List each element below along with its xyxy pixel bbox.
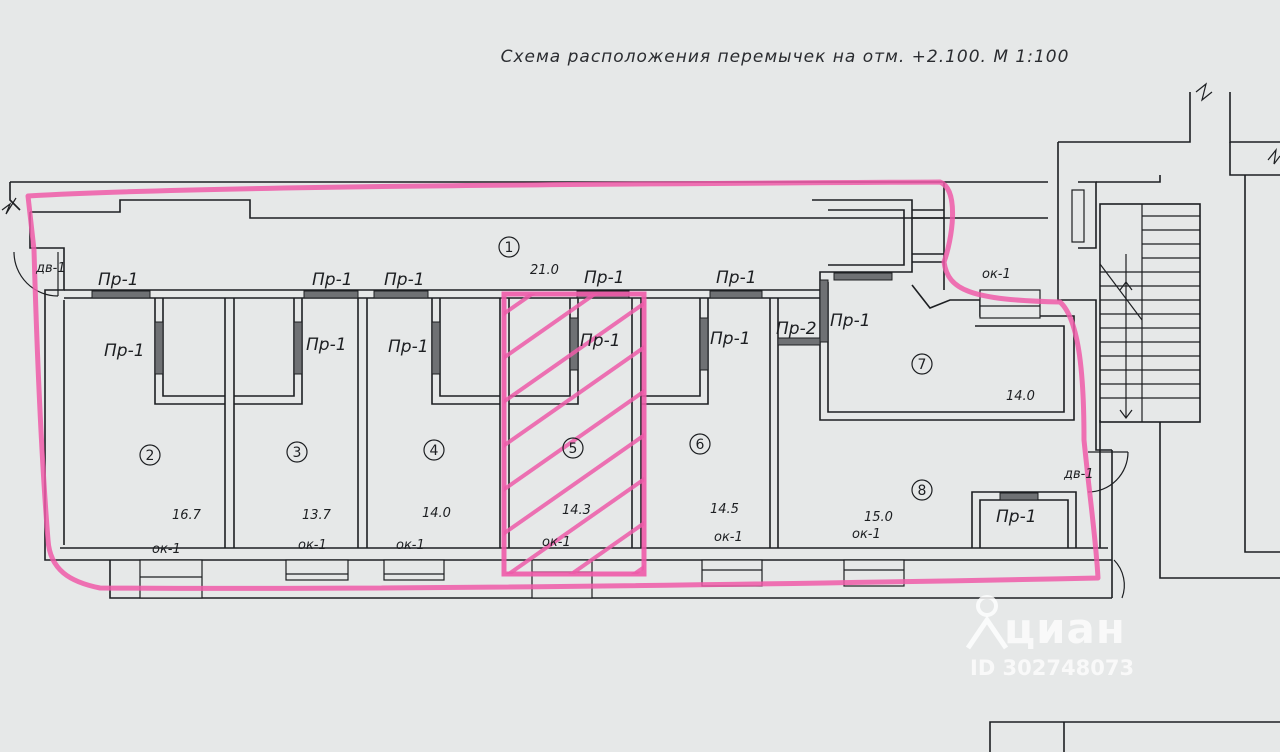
- lintel-label: Пр-1: [710, 329, 751, 349]
- lintel-label: Пр-1: [306, 335, 347, 355]
- room-4-number: 4: [430, 443, 439, 459]
- break-marks: [1, 82, 1280, 215]
- lintel-label: Пр-1: [98, 270, 139, 290]
- room-2-number: 2: [146, 448, 155, 464]
- window-label: ок-1: [396, 538, 425, 553]
- window-labels: ок-1 ок-1 ок-1 ок-1 ок-1 ок-1 ок-1: [152, 267, 1011, 557]
- stair-treads: [1099, 204, 1200, 422]
- room-3-number: 3: [293, 445, 302, 461]
- room-8-area: 15.0: [864, 510, 893, 525]
- room-2-area: 16.7: [172, 508, 202, 523]
- lintel-label: Пр-1: [384, 270, 425, 290]
- watermark-brand: циан: [1004, 604, 1126, 653]
- room-7-number: 7: [918, 357, 927, 373]
- lintel-labels: Пр-1 Пр-1 Пр-1 Пр-1 Пр-1 Пр-1 Пр-1 Пр-1 …: [98, 268, 1037, 527]
- window-label: ок-1: [982, 267, 1011, 282]
- window-label: ок-1: [714, 530, 743, 545]
- doors: [13, 251, 1129, 599]
- room-7-area: 14.0: [1006, 389, 1035, 404]
- room-areas: 21.0 16.7 13.7 14.0 14.3 14.5 14.0 15.0: [172, 263, 1035, 525]
- lintel-label: Пр-1: [580, 331, 621, 351]
- window-label: ок-1: [542, 535, 571, 550]
- room-3-area: 13.7: [302, 508, 332, 523]
- room-4-area: 14.0: [422, 506, 451, 521]
- window-label: ок-1: [152, 542, 181, 557]
- room-1-area: 21.0: [530, 263, 559, 278]
- title-block: [989, 721, 1280, 752]
- door-label: дв-1: [1063, 467, 1094, 482]
- window-label: ок-1: [852, 527, 881, 542]
- door-label: дв-1: [35, 261, 66, 276]
- room-5-area: 14.3: [562, 503, 591, 518]
- room-8-number: 8: [918, 483, 927, 499]
- room-1-number: 1: [505, 240, 514, 256]
- drawing-title: Схема расположения перемычек на отм. +2.…: [500, 47, 1070, 67]
- room-5-number: 5: [569, 441, 578, 457]
- lintel-label: Пр-1: [716, 268, 757, 288]
- room-6-number: 6: [696, 437, 705, 453]
- room-numbers: 1 2 3 4 5 6 7 8: [146, 240, 927, 499]
- lintel-label: Пр-1: [104, 341, 145, 361]
- map-pin-icon: [965, 595, 1009, 650]
- window-label: ок-1: [298, 538, 327, 553]
- highlight-outline: [25, 179, 1101, 591]
- door-labels: дв-1 дв-1: [35, 261, 1094, 482]
- room-markers: [139, 236, 933, 501]
- room-5-highlight: [501, 291, 647, 577]
- watermark-listing-id: ID 302748073: [970, 656, 1135, 680]
- lintel-label: Пр-2: [776, 319, 817, 339]
- lintel-label: Пр-1: [388, 337, 429, 357]
- room-6-area: 14.5: [710, 502, 739, 517]
- lintel-label: Пр-1: [584, 268, 625, 288]
- lintel-label: Пр-1: [830, 311, 871, 331]
- lintel-label: Пр-1: [996, 507, 1037, 527]
- watermark: циан ID 302748073: [965, 590, 1170, 690]
- lintel-label: Пр-1: [312, 270, 353, 290]
